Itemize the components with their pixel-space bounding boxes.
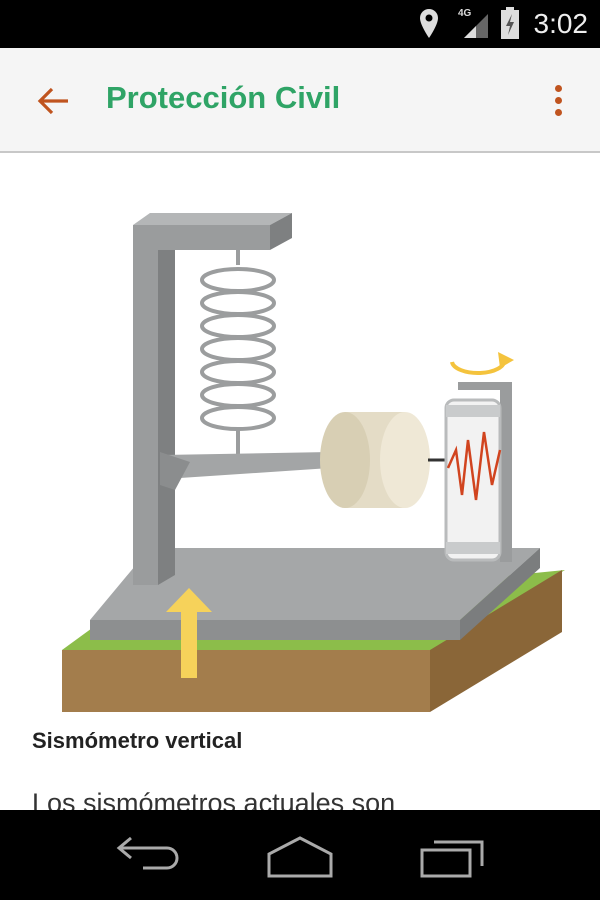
drum-stand	[500, 382, 512, 562]
back-icon[interactable]	[115, 832, 185, 882]
page-title: Protección Civil	[106, 80, 341, 115]
seismogram-trace	[446, 431, 502, 501]
app-bar: Protección Civil	[0, 48, 600, 153]
recents-icon[interactable]	[418, 832, 488, 882]
mass-cylinder	[320, 412, 430, 508]
frame-arm	[133, 225, 270, 250]
base-plate-top	[90, 548, 540, 620]
vertical-seismometer-illustration	[62, 213, 565, 712]
clock: 3:02	[533, 8, 589, 39]
home-icon[interactable]	[265, 832, 335, 882]
ground-soil-front	[62, 650, 430, 712]
battery-charging-icon	[501, 7, 519, 39]
image-caption: Sismómetro vertical	[32, 728, 243, 753]
frame-column	[133, 225, 158, 585]
location-icon	[420, 9, 438, 38]
more-vert-icon[interactable]	[548, 82, 568, 122]
pendulum-arm	[162, 452, 330, 482]
upward-motion-arrow	[166, 588, 212, 678]
status-bar: 4G 3:02	[0, 0, 600, 48]
spring	[200, 250, 276, 460]
arrow-back-icon[interactable]	[36, 84, 70, 118]
network-type: 4G	[458, 8, 472, 19]
ground-soil-side	[430, 570, 562, 712]
signal-icon	[464, 14, 488, 38]
navigation-bar	[0, 810, 600, 900]
rotation-arrow-icon	[450, 359, 507, 376]
